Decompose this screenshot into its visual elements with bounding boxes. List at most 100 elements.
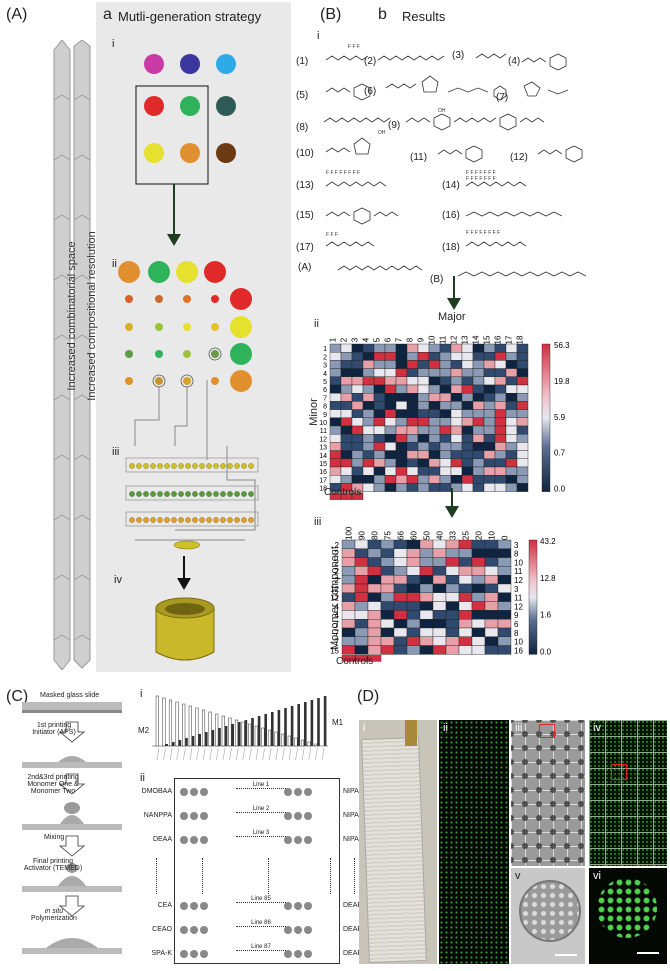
heatmap1-cell (483, 458, 496, 468)
heatmap1-cell (439, 474, 452, 484)
heatmap2-cell (432, 645, 447, 655)
monomer-18: (18) (442, 242, 460, 253)
heatmap2-cell (484, 566, 499, 576)
bar-tick-label (288, 747, 292, 761)
heatmap2-cell (354, 539, 369, 550)
bar-m1 (178, 740, 182, 746)
heatmap1-cell (329, 409, 342, 418)
step-iii: iii (112, 446, 120, 458)
heatmap1-cell (450, 384, 463, 394)
heatmap1-cell (384, 401, 397, 410)
heatmap2-cell (445, 583, 460, 594)
heatmap2-cell (497, 601, 512, 611)
heatmap1-cell (329, 458, 342, 468)
heatmap2-cell (432, 583, 447, 594)
heatmap2-cell (484, 583, 499, 594)
bar-tick-label (302, 747, 305, 761)
heatmap2-cell (484, 557, 499, 567)
bar-m2 (168, 699, 173, 747)
panel-a-title: Mutli-generation strategy (118, 9, 262, 24)
heatmap2-cell (380, 601, 395, 611)
heatmap2-cell (393, 636, 408, 646)
heatmap1-cell (472, 425, 485, 435)
monomer-9: (9) (388, 120, 401, 131)
bar-m2 (314, 743, 318, 747)
heatmap2-cell (341, 548, 356, 558)
heatmap1-cell (472, 384, 485, 394)
b-step-iii: iii (314, 516, 322, 528)
flow-step5: in situ Polymerization (24, 908, 84, 922)
heatmap2-cell (471, 601, 486, 611)
heatmap2-cell (341, 610, 356, 620)
monomer-darkteal (216, 96, 236, 116)
heatmap1-cell (384, 425, 397, 435)
heatmap1-cell (428, 360, 441, 369)
flow-step4-title: Final printing (32, 858, 74, 865)
heatmap1-cell (395, 474, 408, 484)
heatmap1-cell (461, 417, 474, 427)
heatmap2-cell (406, 610, 421, 620)
bar-m2 (234, 719, 239, 747)
heatmap1-cell (516, 466, 529, 476)
heatmap1-cell (483, 392, 496, 402)
heatmap1-cell (406, 483, 419, 492)
heatmap2-row-label-right: 6 (514, 620, 519, 629)
heatmap1-cell (461, 352, 474, 361)
heatmap1-cell (439, 368, 452, 377)
heatmap2-controls-label: Controls (336, 656, 374, 667)
array-row-line: Line 85 (236, 896, 286, 903)
heatmap1-cell (373, 442, 386, 451)
bar-m1 (224, 726, 228, 746)
heatmap2-cell (380, 636, 395, 646)
heatmap1-cell (483, 474, 496, 484)
monomer-b: (B) (430, 274, 444, 285)
heatmap2-cell (367, 645, 382, 655)
svg-text:OH: OH (378, 130, 386, 136)
selection-box (135, 85, 209, 185)
bar-m1 (271, 712, 274, 746)
heatmap1-cell (439, 425, 452, 435)
heatmap1-cell (406, 343, 419, 353)
heatmap2-cell (380, 592, 395, 602)
heatmap1-cell (439, 343, 452, 353)
heatmap1-col-label: 16 (494, 335, 503, 344)
svg-text:OH: OH (438, 108, 446, 114)
heatmap1-col-label: 8 (406, 337, 415, 342)
array-spot (190, 836, 198, 844)
heatmap1-cell (450, 474, 463, 484)
array-spot (304, 836, 312, 844)
heatmap1-cell (384, 442, 397, 451)
heatmap2-cell (458, 592, 473, 602)
heatmap2-cell (445, 645, 460, 655)
array-row-left: CEA (157, 902, 172, 909)
bar-tick-label (163, 747, 166, 761)
heatmap2-row-label-right: 16 (514, 646, 523, 655)
heatmap2-cell (484, 575, 499, 585)
heatmap2-cell (445, 548, 460, 558)
heatmap1-cell (516, 409, 529, 418)
heatmap2-cell (471, 557, 486, 567)
bar-m1 (317, 698, 320, 746)
heatmap1-col-label: 12 (450, 335, 459, 344)
heatmap1-cell (450, 442, 463, 451)
heatmap2-cell (380, 627, 395, 638)
heatmap2-cell (393, 548, 408, 558)
monomer-magenta (144, 54, 164, 74)
heatmap1-col-label: 5 (373, 337, 382, 342)
heatmap2-cell (484, 601, 499, 611)
c-step-ii: ii (140, 772, 145, 784)
monomer-1: (1) (296, 56, 309, 67)
heatmap2-cell (354, 592, 369, 602)
heatmap2-cell (471, 548, 486, 558)
panel-a-letter: (A) (6, 6, 28, 23)
d-step-v: v (515, 870, 521, 882)
heatmap1-cell (340, 368, 353, 377)
heatmap2-cell (406, 575, 421, 585)
heatmap2-cell (354, 575, 369, 585)
bar-tick-label (249, 747, 252, 761)
heatmap2-cell (406, 583, 421, 594)
heatmap1-cell (472, 483, 485, 492)
print-lines (134, 380, 256, 541)
bar-tick-label (321, 747, 325, 761)
